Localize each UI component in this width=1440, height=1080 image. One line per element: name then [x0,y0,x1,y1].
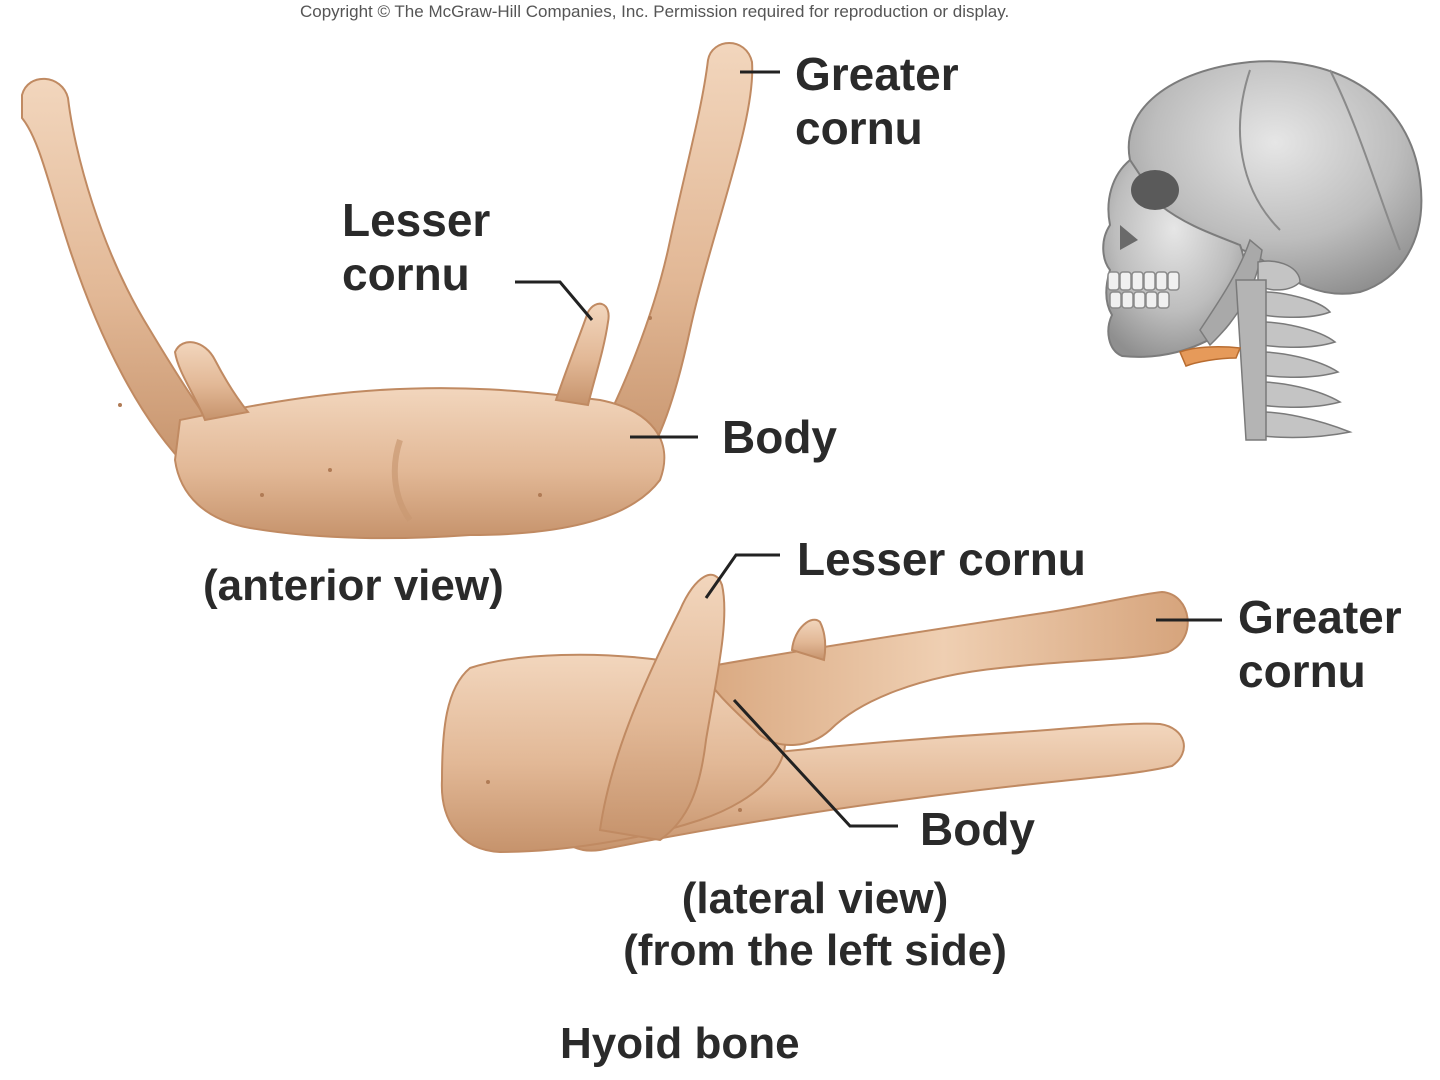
lateral-view-caption: (lateral view) (from the left side) [570,873,1060,977]
lateral-leader-lines [704,553,1222,828]
lateral-far-lesser-cornu [790,618,827,662]
lateral-lesser-cornu-label: Lesser cornu [797,533,1086,585]
lateral-near-greater-cornu [698,590,1189,746]
lateral-caption-line1: (lateral view) [681,874,949,923]
lateral-caption-line2: (from the left side) [623,926,1007,975]
anterior-body [173,387,666,540]
lateral-greater-cornu-line2: cornu [1238,645,1366,697]
cervical-spine [1235,260,1353,441]
anterior-right-greater-cornu [588,42,754,472]
lateral-lesser-cornu [598,573,726,842]
anterior-right-lesser-cornu [554,302,610,407]
anterior-body-label: Body [722,411,837,463]
anterior-view-bone [21,42,754,540]
lateral-body-label: Body [920,803,1035,855]
anterior-left-greater-cornu [21,77,217,472]
leader-lateral-lesser-cornu [704,553,780,599]
lateral-far-greater-cornu [551,722,1185,852]
lateral-view-bone [440,573,1189,854]
anterior-greater-cornu-line2: cornu [795,102,923,154]
anterior-greater-cornu-label: Greater cornu [795,47,959,155]
anterior-lesser-cornu-line2: cornu [342,248,470,300]
anterior-lesser-cornu-line1: Lesser [342,194,491,246]
anterior-view-caption: (anterior view) [203,561,504,610]
figure-title: Hyoid bone [560,1019,800,1068]
lateral-greater-cornu-label: Greater cornu [1238,590,1402,698]
anterior-left-lesser-cornu [173,341,250,422]
anterior-lesser-cornu-label: Lesser cornu [342,193,490,301]
skull-inset-hyoid [1179,346,1242,367]
anterior-leader-lines [515,70,780,439]
anterior-greater-cornu-line1: Greater [795,48,959,100]
leader-anterior-lesser-cornu [515,280,594,321]
leader-lateral-body [732,698,898,828]
skull-inset [1102,60,1423,441]
copyright-notice: Copyright © The McGraw-Hill Companies, I… [300,2,1010,21]
lateral-greater-cornu-line1: Greater [1238,591,1402,643]
